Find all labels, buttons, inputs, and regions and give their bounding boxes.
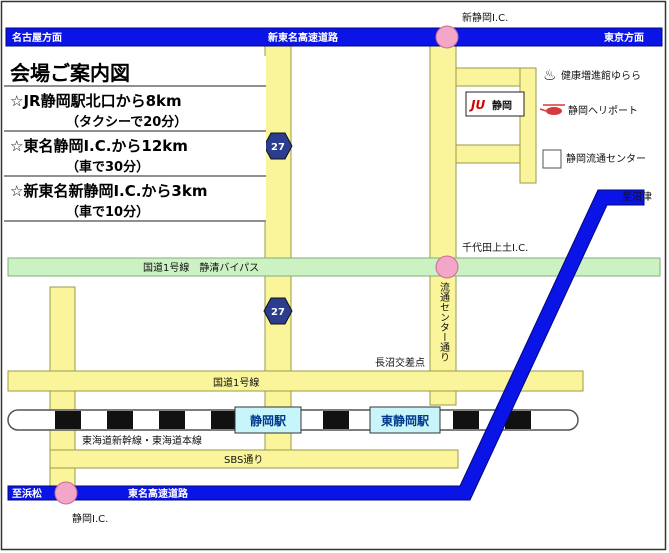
route-27-label-bottom: 27 — [271, 307, 285, 318]
legend-route-2-detail: （車で30分） — [66, 159, 149, 175]
legend-route-2: ☆東名静岡I.C.から12km — [10, 137, 188, 155]
legend-route-1-detail: （タクシーで20分） — [66, 114, 187, 130]
label-route1: 国道1号線 — [213, 376, 259, 389]
legend-box — [4, 56, 266, 222]
expressway-shin-tomei — [5, 27, 663, 47]
label-heliport: 静岡ヘリポート — [568, 104, 638, 117]
label-tokyo-direction: 東京方面 — [604, 31, 644, 44]
venue-logo-text: 静岡 — [492, 99, 512, 112]
legend-route-3: ☆新東名新静岡I.C.から3km — [10, 182, 207, 200]
label-higashi-shizuoka-station[interactable]: 東静岡駅 — [381, 413, 430, 428]
venue-logo-mark: JU — [469, 98, 485, 112]
label-chiyoda-ic: 千代田上土I.C. — [462, 241, 528, 254]
ryutsu-center-icon — [542, 149, 562, 169]
label-shin-shizuoka-ic: 新静岡I.C. — [462, 11, 508, 24]
label-shizuoka-ic: 静岡I.C. — [72, 512, 108, 525]
interchange-shizuoka-marker[interactable] — [54, 481, 78, 505]
road-ryutsu-center-dori — [429, 44, 457, 406]
label-ryutsu-center: 静岡流通センター — [566, 152, 646, 165]
road-sbs — [49, 449, 459, 469]
label-yurara: 健康増進館ゆらら — [561, 69, 641, 82]
expressway-tomei — [7, 189, 645, 501]
label-sbs: SBS通り — [224, 454, 263, 466]
label-railway: 東海道新幹線・東海道本線 — [82, 434, 202, 447]
label-shizuoka-station[interactable]: 静岡駅 — [250, 413, 287, 428]
label-shin-tomei: 新東名高速道路 — [268, 31, 339, 44]
road-route1 — [7, 370, 584, 392]
label-ryutsu-center-dori: 流通センター通り — [438, 281, 450, 362]
label-tomei: 東名高速道路 — [128, 487, 189, 500]
label-nagoya-direction: 名古屋方面 — [12, 31, 62, 44]
hot-spring-icon: ♨ — [543, 66, 556, 84]
helicopter-icon — [539, 104, 565, 115]
legend-route-3-detail: （車で10分） — [66, 204, 149, 220]
route-27-label-top: 27 — [271, 142, 285, 153]
label-to-hamamatsu: 至浜松 — [12, 487, 42, 500]
road-east-connector — [519, 67, 537, 184]
label-bypass: 国道1号線 静清バイパス — [143, 261, 259, 274]
interchange-chiyoda-marker[interactable] — [435, 255, 459, 279]
label-to-numazu: 至沼津 — [622, 190, 652, 203]
legend-route-1: ☆JR静岡駅北口から8km — [10, 92, 182, 110]
route-27-marker-bottom — [263, 297, 293, 325]
station-shizuoka-box — [234, 406, 302, 434]
label-nagonuma: 長沼交差点 — [375, 356, 425, 369]
station-higashi-shizuoka-box — [369, 406, 441, 434]
road-27-vertical — [264, 44, 292, 466]
venue-logo[interactable]: JU 静岡 — [465, 91, 525, 117]
legend-title: 会場ご案内図 — [10, 61, 130, 85]
road-seisei-bypass — [7, 257, 661, 277]
interchange-shin-shizuoka-marker[interactable] — [435, 25, 459, 49]
